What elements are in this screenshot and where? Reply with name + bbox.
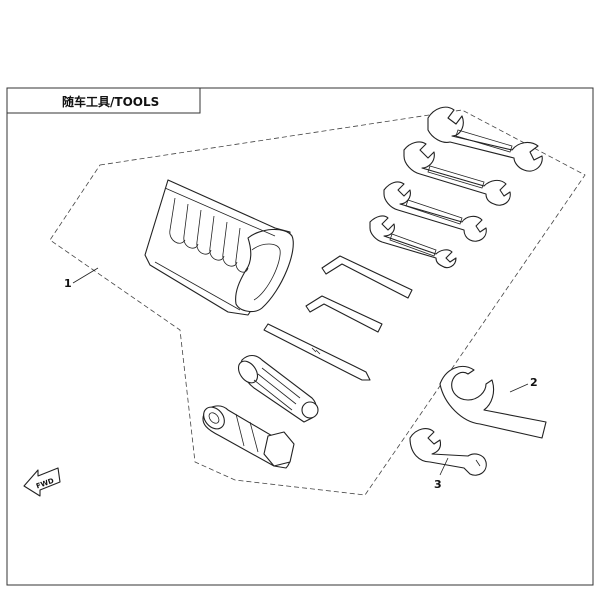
open-end-wrench xyxy=(409,428,487,476)
double-open-end-wrench-2 xyxy=(403,141,511,206)
diagram-frame xyxy=(6,87,594,586)
tool-roll-bag xyxy=(144,179,294,316)
tool-kit-group-boundary xyxy=(49,109,586,496)
callout-2-number: 2 xyxy=(530,376,538,389)
spanner-wrench xyxy=(439,366,547,439)
double-open-end-wrench-3 xyxy=(383,181,487,242)
callout-1-number: 1 xyxy=(64,277,72,290)
title-box xyxy=(7,88,201,114)
screwdriver-bit xyxy=(263,323,371,381)
hex-key-small xyxy=(305,295,383,333)
double-open-end-wrench-1 xyxy=(427,106,543,172)
callout-3-leader xyxy=(439,457,449,476)
screwdriver-handle xyxy=(237,354,319,423)
callout-1-leader xyxy=(72,267,99,284)
spark-plug-socket xyxy=(202,405,295,469)
double-open-end-wrench-4 xyxy=(369,215,457,269)
fwd-direction-arrow: FWD xyxy=(23,467,61,497)
callout-2-leader xyxy=(509,383,529,393)
diagram-title: 随车工具/TOOLS xyxy=(62,94,159,109)
hex-key-large xyxy=(321,255,413,299)
callout-3-number: 3 xyxy=(434,478,442,491)
